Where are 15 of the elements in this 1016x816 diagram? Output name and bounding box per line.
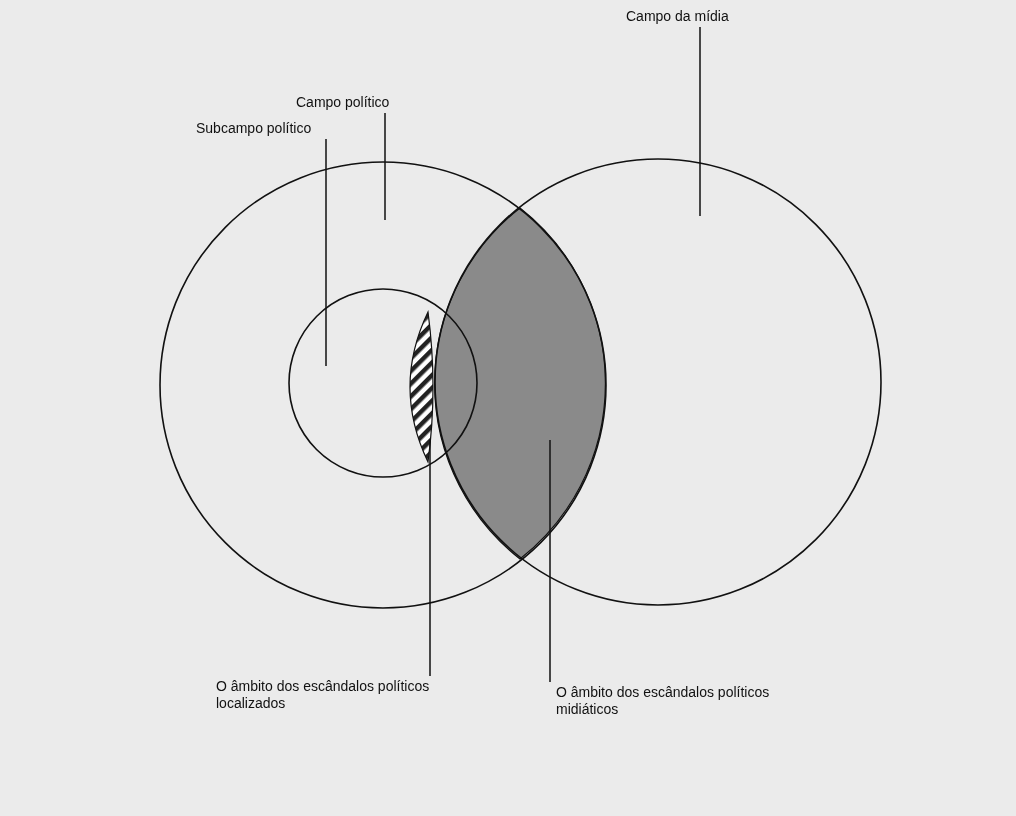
callout-label: Campo da mídia xyxy=(626,8,729,25)
callout-label: O âmbito dos escândalos políticos midiáticos xyxy=(556,684,786,718)
callout-label: Subcampo político xyxy=(196,120,312,137)
callout-label: O âmbito dos escândalos políticos localizados xyxy=(216,678,446,712)
leader-line xyxy=(429,439,431,677)
leader-line xyxy=(325,138,327,367)
hatched-region xyxy=(409,311,434,463)
field-circle xyxy=(159,161,607,609)
leader-line xyxy=(384,112,386,221)
field-circle xyxy=(434,158,882,606)
callout-label: Campo político xyxy=(296,94,390,111)
field-circle xyxy=(288,288,478,478)
leader-line xyxy=(699,26,701,217)
leader-line xyxy=(549,439,551,683)
shaded-region xyxy=(433,207,606,560)
